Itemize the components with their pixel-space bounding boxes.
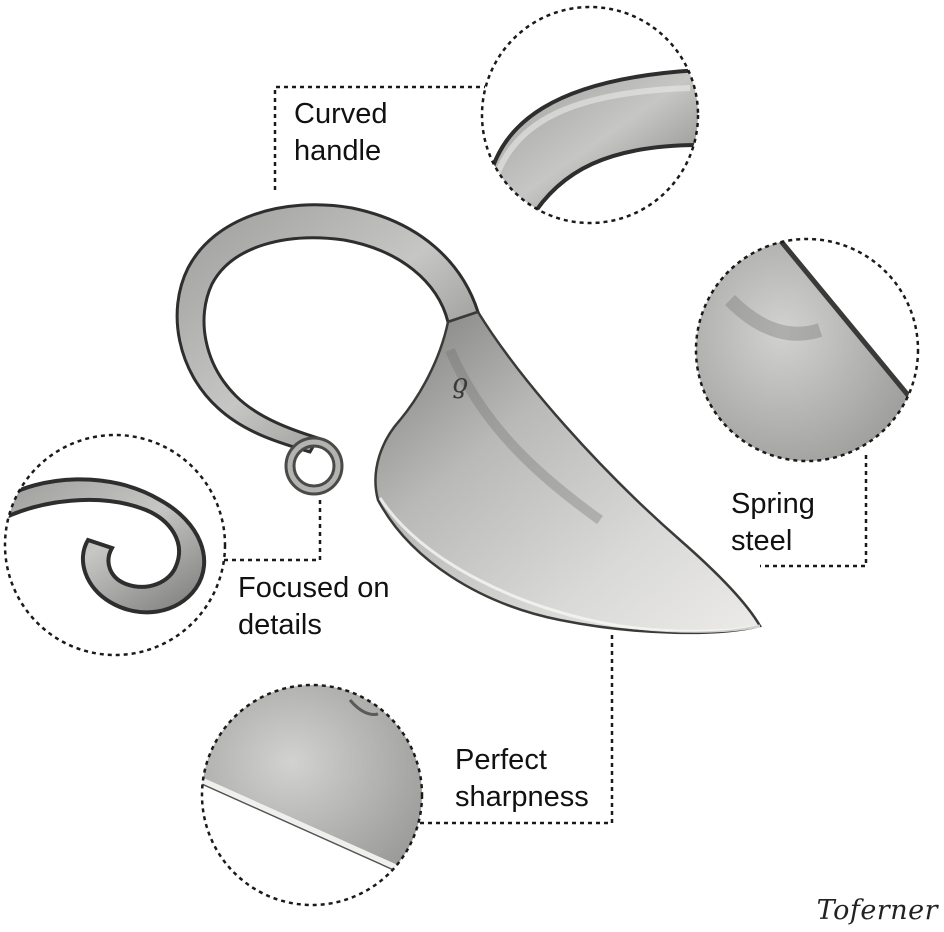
callout-curved-handle-line2: handle bbox=[294, 135, 382, 167]
zoom-sharpness bbox=[200, 683, 424, 907]
callout-sharpness-line1: Perfect bbox=[455, 744, 547, 776]
callout-details-line2: details bbox=[238, 609, 322, 641]
callout-sharpness: Perfect sharpness bbox=[455, 742, 589, 816]
callout-curved-handle-line1: Curved bbox=[294, 98, 388, 130]
brand-logo: Toferner bbox=[816, 895, 938, 926]
leader-lines bbox=[224, 85, 868, 825]
callout-spring-steel: Spring steel bbox=[731, 486, 815, 560]
zoom-spring-steel bbox=[694, 237, 920, 463]
leader-curved-handle bbox=[273, 85, 485, 190]
knife-handle bbox=[175, 203, 480, 496]
zoom-details bbox=[3, 433, 227, 657]
callout-sharpness-line2: sharpness bbox=[455, 781, 589, 813]
leader-sharpness bbox=[420, 635, 614, 825]
knife-blade: ƍ bbox=[374, 310, 762, 635]
zoom-curved-handle bbox=[480, 5, 700, 225]
callout-spring-steel-line2: steel bbox=[731, 525, 793, 557]
maker-mark-icon: ƍ bbox=[452, 369, 468, 399]
leader-details bbox=[224, 500, 322, 562]
callout-details: Focused on details bbox=[238, 570, 390, 644]
callout-curved-handle: Curved handle bbox=[294, 96, 388, 170]
callout-spring-steel-line1: Spring bbox=[731, 488, 815, 520]
callout-details-line1: Focused on bbox=[238, 572, 390, 604]
